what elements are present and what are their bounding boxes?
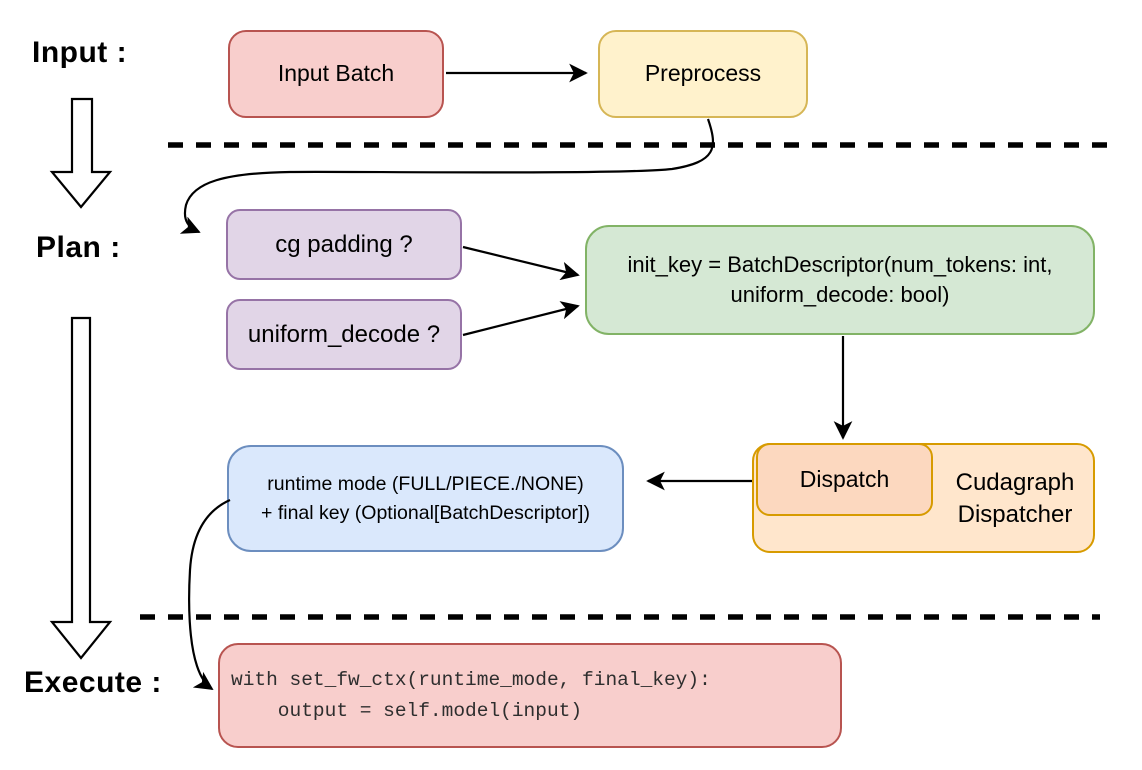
plan-to-execute-flow-arrow-icon bbox=[49, 316, 113, 660]
preprocess-node: Preprocess bbox=[598, 30, 808, 118]
init-key-label-line2: uniform_decode: bool) bbox=[730, 282, 950, 307]
uniform-decode-label: uniform_decode ? bbox=[247, 320, 441, 348]
runtime-mode-label-line1: runtime mode (FULL/PIECE./NONE) bbox=[267, 473, 584, 496]
execute-code-line1: with set_fw_ctx(runtime_mode, final_key)… bbox=[231, 669, 711, 692]
edge-cg-padding-to-init-key bbox=[462, 245, 580, 281]
cudagraph-dispatcher-label: Cudagraph Dispatcher bbox=[936, 467, 1094, 532]
runtime-mode-node: runtime mode (FULL/PIECE./NONE) + final … bbox=[227, 445, 624, 552]
cudagraph-label-line1: Cudagraph bbox=[955, 469, 1075, 496]
dispatch-label: Dispatch bbox=[799, 465, 890, 492]
dispatch-node: Dispatch bbox=[756, 443, 933, 516]
edge-uniform-decode-to-init-key bbox=[462, 301, 580, 337]
init-key-label-line1: init_key = BatchDescriptor(num_tokens: i… bbox=[627, 251, 1053, 277]
cudagraph-label-line2: Dispatcher bbox=[957, 501, 1073, 529]
preprocess-label: Preprocess bbox=[644, 60, 762, 87]
input-section-label: Input : bbox=[32, 36, 128, 69]
input-to-plan-flow-arrow-icon bbox=[49, 97, 113, 209]
input-batch-node: Input Batch bbox=[228, 30, 444, 118]
init-key-node: init_key = BatchDescriptor(num_tokens: i… bbox=[585, 225, 1095, 335]
execute-code-node: with set_fw_ctx(runtime_mode, final_key)… bbox=[218, 643, 842, 748]
uniform-decode-node: uniform_decode ? bbox=[226, 299, 462, 370]
plan-section-label: Plan : bbox=[36, 231, 121, 264]
execute-section-label: Execute : bbox=[24, 666, 162, 699]
input-batch-label: Input Batch bbox=[277, 60, 395, 87]
runtime-mode-label-line2: + final key (Optional[BatchDescriptor]) bbox=[261, 501, 590, 524]
cg-padding-label: cg padding ? bbox=[275, 230, 413, 258]
execute-code-line2: output = self.model(input) bbox=[231, 699, 583, 722]
cg-padding-node: cg padding ? bbox=[226, 209, 462, 280]
